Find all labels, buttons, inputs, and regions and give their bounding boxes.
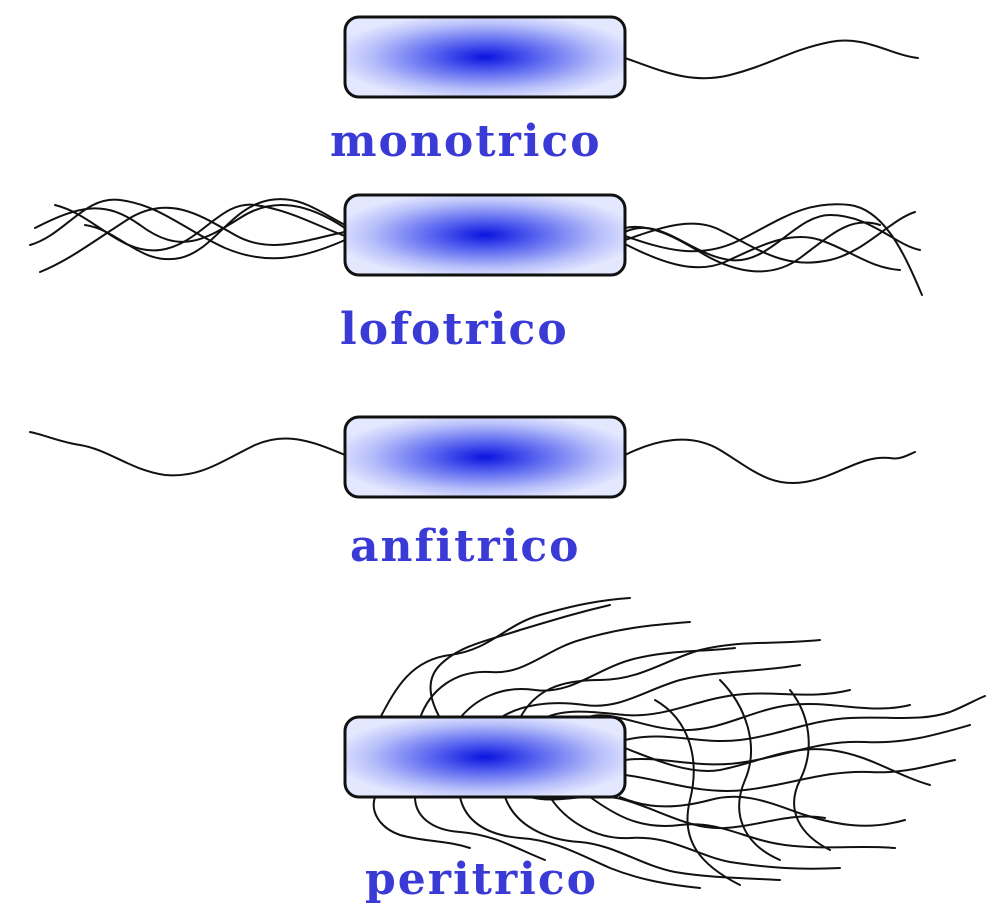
label-anfitrico: anfitrico [350,525,581,569]
label-monotrico: monotrico [330,120,602,164]
bacterium-anfitrico [30,417,915,497]
cell-body-anfitrico [345,417,625,497]
bacterium-peritrico [345,598,985,888]
bacterium-monotrico [345,17,918,97]
flagella-monotrico [625,41,918,79]
label-peritrico: peritrico [365,858,598,902]
cell-body-lofotrico [345,195,625,275]
cell-body-monotrico [345,17,625,97]
label-lofotrico: lofotrico [340,308,569,352]
bacterium-lofotrico [30,195,922,295]
cell-body-peritrico [345,717,625,797]
